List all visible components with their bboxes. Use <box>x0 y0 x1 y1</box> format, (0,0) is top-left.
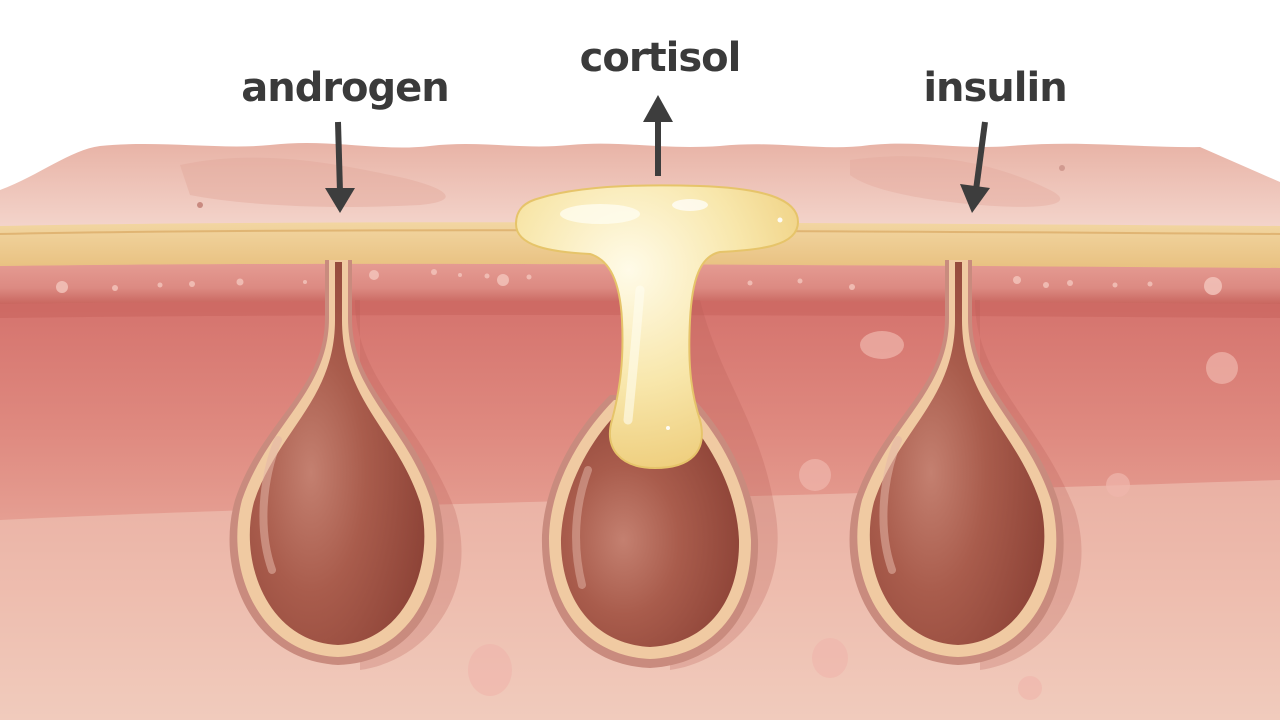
dermis-bubbles <box>468 331 1238 700</box>
cortisol-label: cortisol <box>579 35 742 81</box>
epidermis-shading <box>850 156 1061 207</box>
cortisol-arrow-head <box>643 95 673 122</box>
insulin-arrow <box>973 121 988 191</box>
surface-pore <box>1059 165 1065 171</box>
sebum <box>514 184 800 470</box>
vessel-bubbles <box>56 269 1222 295</box>
insulin-arrow-head <box>960 184 990 213</box>
gland-left <box>229 260 444 665</box>
androgen-arrow-head <box>325 188 355 213</box>
gland-middle <box>541 395 759 668</box>
androgen-arrow <box>335 121 343 193</box>
surface-pore <box>197 202 203 208</box>
gland-right <box>849 260 1064 665</box>
insulin-label: insulin <box>923 65 1067 111</box>
androgen-label: androgen <box>241 65 450 111</box>
epidermis-shading <box>180 157 446 207</box>
